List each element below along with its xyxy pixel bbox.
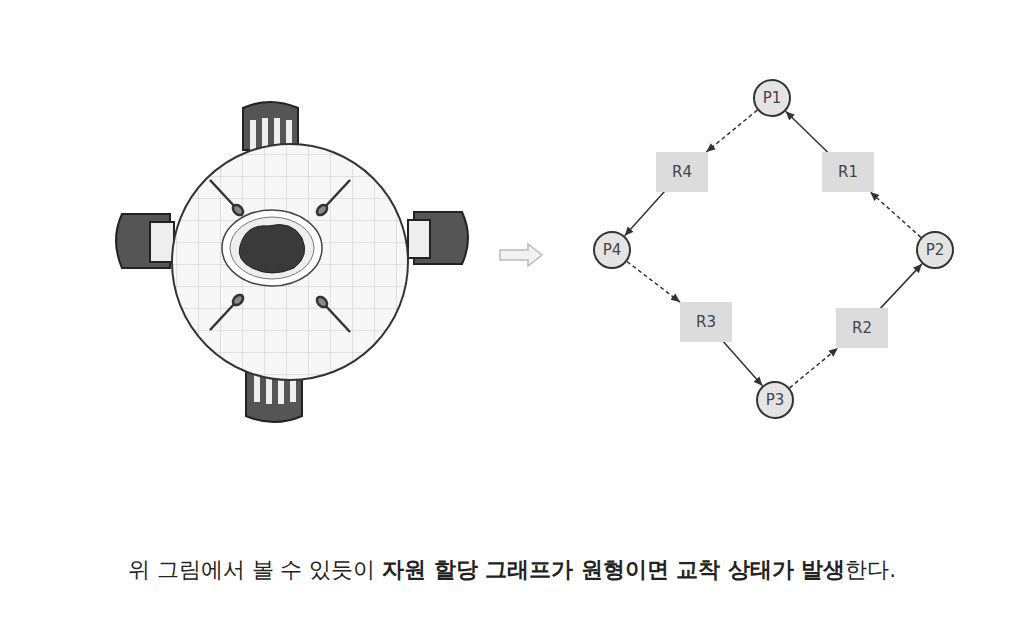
request-edge [706, 110, 757, 152]
allocation-edge [625, 188, 668, 236]
resource-label: R4 [672, 163, 692, 181]
process-label: P1 [763, 89, 782, 107]
resource-label: R3 [696, 313, 716, 331]
transition-arrow [500, 244, 542, 266]
allocation-edge [877, 264, 922, 313]
table-top [172, 144, 408, 380]
resource-box: R1 [822, 152, 874, 192]
food [239, 225, 304, 274]
process-label: P2 [926, 241, 945, 259]
resource-box: R4 [656, 152, 708, 192]
resource-box: R2 [836, 308, 888, 348]
chair [116, 102, 468, 422]
process-label: P3 [766, 391, 785, 409]
request-edge [790, 348, 838, 388]
process-circle: P1 [753, 79, 791, 117]
allocation-edge [720, 338, 763, 386]
allocation-edge [786, 111, 832, 156]
process-circle: P4 [593, 231, 631, 269]
caption: 위 그림에서 볼 수 있듯이 자원 할당 그래프가 원형이면 교착 상태가 발생… [0, 555, 1024, 584]
resource-label: R1 [838, 163, 858, 181]
plate [222, 210, 322, 286]
resource-box: R3 [680, 302, 732, 342]
process-circle: P3 [756, 381, 794, 419]
request-edge [627, 262, 680, 303]
request-edge [870, 192, 921, 237]
process-circle: P2 [916, 231, 954, 269]
fork [210, 180, 350, 332]
resource-label: R2 [852, 319, 872, 337]
process-label: P4 [603, 241, 622, 259]
